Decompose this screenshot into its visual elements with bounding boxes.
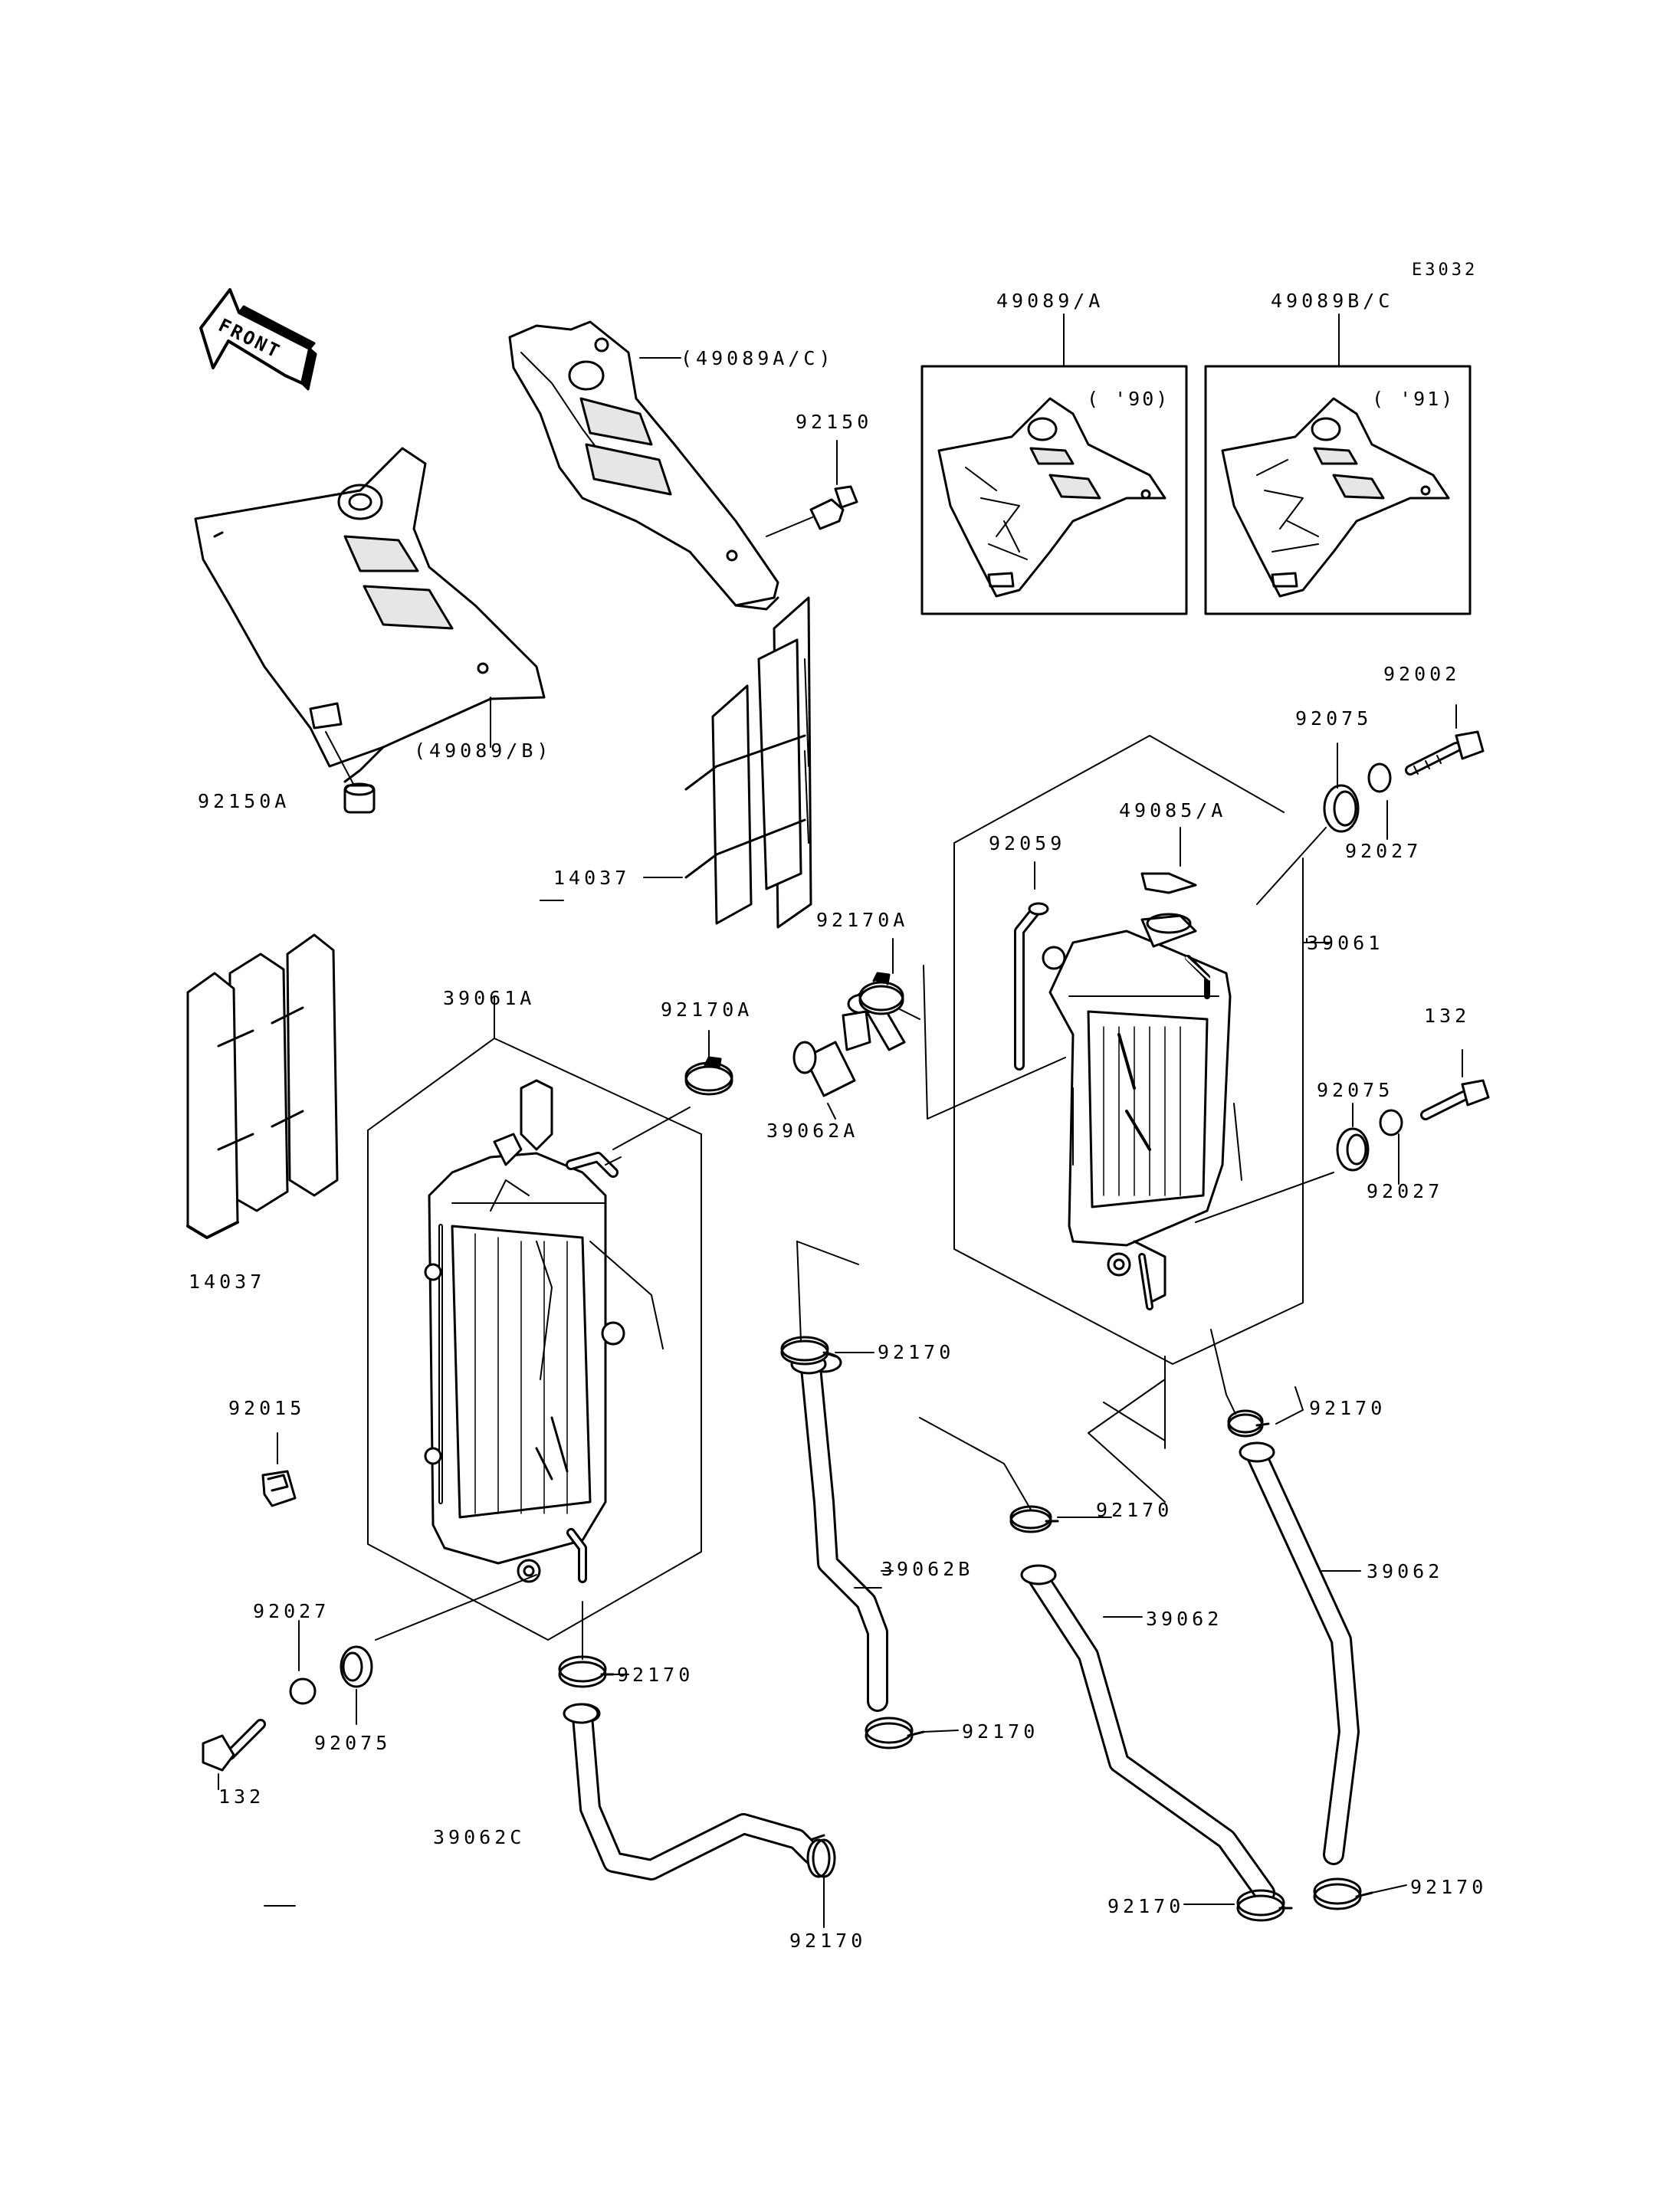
label-92170-8: 92170 [1410, 1876, 1488, 1898]
label-49089bc: 49089B/C [1271, 290, 1394, 312]
label-39062c: 39062C [433, 1826, 526, 1848]
label-39061: 39061 [1307, 932, 1384, 954]
label-92075-left: 92075 [314, 1732, 392, 1754]
clamp-92170-d [558, 1655, 615, 1688]
hose-39062-middle [1020, 1564, 1275, 1904]
label-92027-left: 92027 [253, 1600, 330, 1622]
label-leaders [264, 357, 1407, 1928]
upper-radiator-shroud [508, 320, 779, 611]
label-14037-top: 14037 [553, 867, 631, 889]
hose-leader-lines [582, 1241, 1236, 1660]
hose-39062-right [1239, 1441, 1360, 1865]
hose-92059 [1014, 861, 1049, 1071]
label-49089ac: (49089A/C) [681, 347, 835, 369]
label-92170-1: 92170 [878, 1341, 955, 1363]
fasteners-left [202, 1574, 537, 1790]
label-39062-mid: 39062 [1146, 1608, 1223, 1630]
louvre-guard-left [186, 933, 339, 1239]
label-92059: 92059 [989, 832, 1066, 854]
front-arrow-icon [199, 288, 317, 391]
label-92002: 92002 [1383, 663, 1461, 685]
fasteners-right [1195, 1049, 1490, 1223]
label-92027-top: 92027 [1345, 840, 1422, 862]
label-14037-left: 14037 [189, 1271, 266, 1293]
label-132-right: 132 [1424, 1005, 1471, 1027]
label-132-left: 132 [218, 1785, 265, 1808]
label-92150a: 92150A [198, 790, 290, 812]
radiator-right [1042, 913, 1242, 1310]
label-49085a: 49085/A [1119, 799, 1227, 821]
radiator-right-outline [953, 735, 1304, 1503]
hose-coupling-39062a [792, 938, 920, 1120]
label-49089b: (49089/B) [414, 739, 553, 762]
label-39062a: 39062A [766, 1120, 859, 1142]
label-92170-5: 92170 [962, 1720, 1039, 1743]
clip-92015 [261, 1432, 297, 1507]
clamp-92170a-mid [684, 1030, 733, 1096]
inset-box-91 [1204, 313, 1472, 615]
clamp-92170a-top [858, 972, 904, 1015]
radiator-left [424, 1079, 691, 1583]
clamp-92170-g [1236, 1889, 1293, 1922]
clamp-92170-c [1227, 1409, 1270, 1438]
label-39062-right: 39062 [1367, 1560, 1444, 1582]
clamp-92170-f [806, 1834, 836, 1878]
leader-lines-center [923, 965, 1066, 1120]
label-92170a-mid: 92170A [661, 998, 753, 1021]
label-49089a: 49089/A [996, 290, 1104, 312]
label-92170-4: 92170 [617, 1664, 694, 1686]
reference-code: E3032 [1412, 261, 1478, 280]
label-92170-2: 92170 [1309, 1397, 1386, 1419]
hose-39062c [563, 1703, 823, 1881]
clamp-92170-e [865, 1717, 925, 1749]
label-92150: 92150 [796, 411, 873, 433]
bolt-92150 [766, 440, 858, 537]
bolt-92150a [325, 731, 376, 814]
label-92015: 92015 [228, 1397, 306, 1419]
label-92075-right: 92075 [1317, 1079, 1394, 1101]
label-92170-3: 92170 [1096, 1499, 1173, 1521]
label-39061a: 39061A [443, 987, 536, 1009]
inset-box-90 [920, 313, 1188, 615]
left-radiator-shroud [194, 447, 546, 783]
clamp-92170-h [1313, 1877, 1373, 1910]
radiator-left-outline [367, 995, 702, 1641]
label-39062b: 39062B [881, 1558, 974, 1580]
clamp-92170-a [780, 1336, 837, 1366]
label-92170-7: 92170 [1107, 1895, 1185, 1917]
label-92075-top: 92075 [1295, 707, 1373, 730]
inset-year-90: ( '90) [1087, 388, 1170, 410]
louvre-guard-top [684, 596, 812, 929]
label-92170-6: 92170 [789, 1930, 867, 1952]
grommet-49085a [1140, 827, 1197, 894]
inset-year-91: ( '91) [1372, 388, 1455, 410]
label-92170a-top: 92170A [816, 909, 909, 931]
label-92027-right: 92027 [1367, 1180, 1444, 1202]
fasteners-top-right [1256, 704, 1485, 905]
hose-39062b [790, 1352, 888, 1712]
clamp-92170-b [1009, 1505, 1059, 1533]
